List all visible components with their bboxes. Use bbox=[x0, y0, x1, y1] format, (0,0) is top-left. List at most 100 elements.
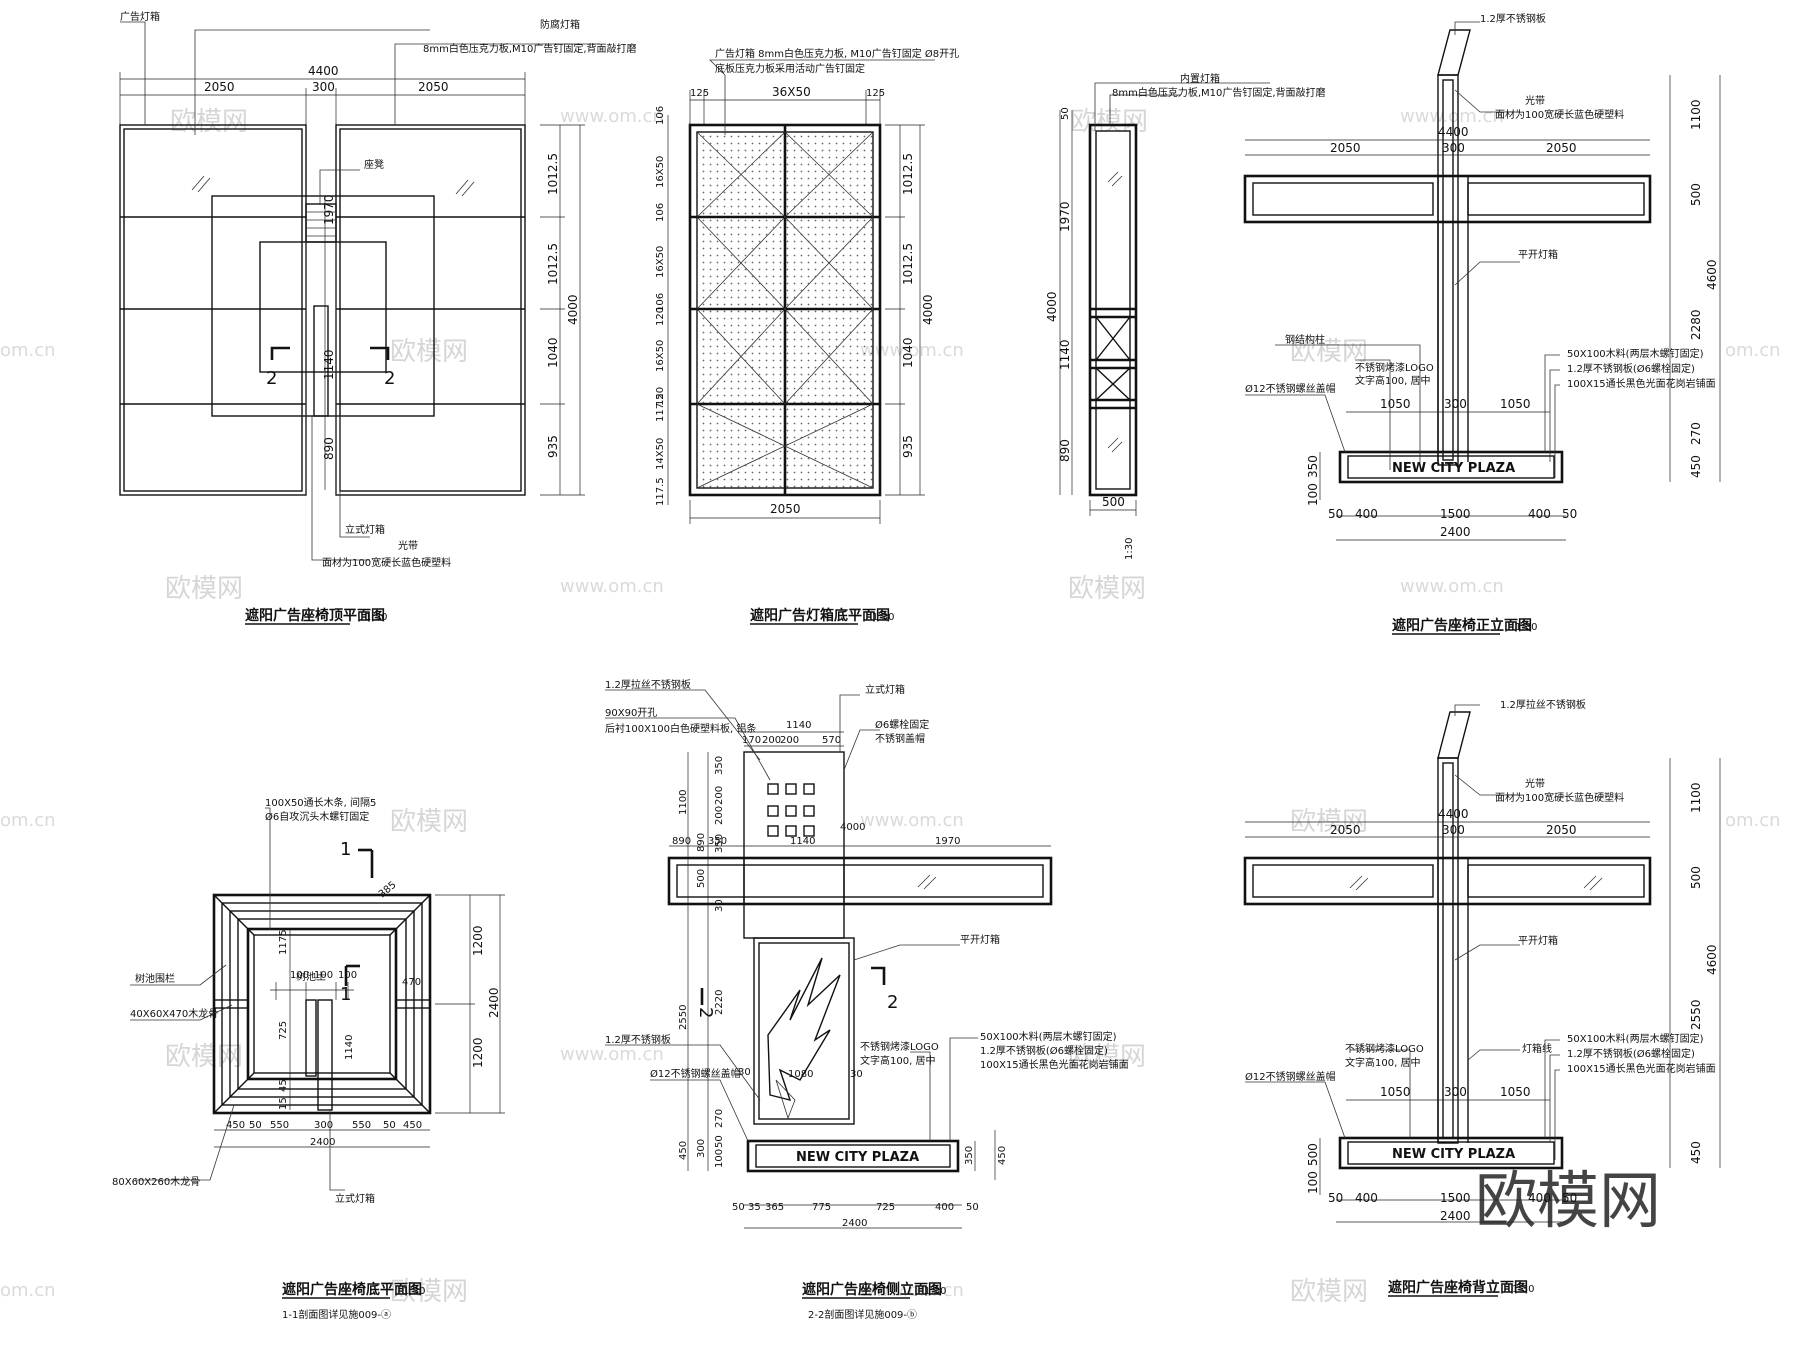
dim-text: 350 bbox=[708, 836, 727, 847]
note: 100X15通长黑色光面花岗岩铺面 bbox=[1567, 1062, 1716, 1075]
watermark: 欧模网 bbox=[1068, 1042, 1146, 1072]
note: 灯箱线 bbox=[1522, 1042, 1552, 1055]
note: 文字高100, 居中 bbox=[1355, 374, 1430, 387]
bottom-plan-view: 100 100 100 1 1 1200 2400 1200 1175 725 … bbox=[112, 796, 505, 1321]
dim-text: 16X50 bbox=[655, 246, 666, 278]
dim-text: 890 bbox=[322, 437, 336, 460]
dim-text: 2550 bbox=[1689, 999, 1703, 1030]
dim-text: 1050 bbox=[1500, 397, 1531, 411]
dim-text: 1140 bbox=[344, 1035, 355, 1060]
dim-text: 450 bbox=[997, 1146, 1008, 1165]
dim-text: 775 bbox=[812, 1202, 831, 1213]
section-mark: 1 bbox=[340, 839, 351, 860]
dim-text: 35 bbox=[748, 1202, 761, 1213]
watermark: www.om.cn bbox=[560, 1044, 664, 1065]
top-plan-view: 4400 2050 300 2050 2 2 bbox=[119, 10, 637, 625]
note: Ø6自攻沉头木螺钉固定 bbox=[265, 810, 369, 823]
dim-text: 125 bbox=[866, 88, 885, 99]
dim-text: 4400 bbox=[1438, 807, 1469, 821]
dim-text: 4400 bbox=[308, 64, 339, 78]
dim-text: 1970 bbox=[935, 836, 960, 847]
dim-text: 725 bbox=[278, 1021, 289, 1040]
dim-text: 300 bbox=[312, 80, 335, 94]
view-title: 遮阳广告座椅底平面图 bbox=[282, 1281, 422, 1298]
dim-text: 4000 bbox=[921, 294, 935, 325]
note: 文字高100, 居中 bbox=[860, 1054, 935, 1067]
note: 90X90开孔 bbox=[605, 707, 657, 719]
dim-text: 570 bbox=[822, 735, 841, 746]
dim-text: 2400 bbox=[487, 987, 501, 1018]
dim-text: 100 bbox=[338, 970, 357, 981]
dim-text: 935 bbox=[901, 435, 915, 458]
dim-text: 4600 bbox=[1705, 944, 1719, 975]
dim-text: 500 bbox=[1689, 183, 1703, 206]
dim-text: 2050 bbox=[770, 502, 801, 516]
note: 80X60X260木龙骨 bbox=[112, 1175, 200, 1188]
dim-text: 450 bbox=[1689, 1141, 1703, 1164]
back-elevation-view: 4400 2050 300 2050 1050 300 1050 NEW CIT… bbox=[1243, 698, 1721, 1297]
view-title: 遮阳广告座椅背立面图 bbox=[1388, 1279, 1528, 1296]
logo-text: NEW CITY PLAZA bbox=[1392, 461, 1515, 476]
dim-text: 1012.5 bbox=[546, 243, 560, 285]
note: 平开灯箱 bbox=[1518, 934, 1558, 947]
view-title: 遮阳广告座椅正立面图 bbox=[1392, 617, 1532, 634]
dim-text: 4600 bbox=[1705, 259, 1719, 290]
view-title: 遮阳广告灯箱底平面图 bbox=[750, 607, 890, 624]
box-bottom-plan-view: 125 36X50 125 106 16X bbox=[655, 47, 959, 625]
note: 防腐灯箱 bbox=[540, 18, 580, 31]
dim-text: 36X50 bbox=[772, 85, 811, 99]
front-elevation-view: 4400 2050 300 2050 1050 300 1050 NEW CIT… bbox=[1243, 12, 1721, 635]
dim-text: 450 bbox=[403, 1120, 422, 1131]
dim-text: 300 bbox=[314, 1120, 333, 1131]
watermark: om.cn bbox=[0, 340, 56, 361]
dim-text: 1012.5 bbox=[546, 153, 560, 195]
dim-text: 1040 bbox=[546, 337, 560, 368]
dim-text: 2220 bbox=[714, 990, 725, 1015]
dim-text: 16X50 bbox=[655, 156, 666, 188]
logo-text: NEW CITY PLAZA bbox=[796, 1150, 919, 1165]
note: 平开灯箱 bbox=[960, 933, 1000, 946]
watermark: 欧模网 bbox=[1290, 337, 1368, 367]
watermark: 欧模网 bbox=[1290, 1277, 1368, 1307]
dim-text: 117.5 bbox=[655, 477, 666, 506]
note: 1.2厚不锈钢板(Ø6螺栓固定) bbox=[1567, 1047, 1695, 1060]
watermark: www.om.cn bbox=[560, 576, 664, 597]
dim-text: 2400 bbox=[1440, 525, 1471, 539]
dim-text: 1100 bbox=[678, 790, 689, 815]
dim-text: 50 bbox=[1562, 1191, 1577, 1205]
dim-text: 1050 bbox=[1380, 397, 1411, 411]
note: 100X15通长黑色光面花岗岩铺面 bbox=[1567, 377, 1716, 390]
note: 广告灯箱 bbox=[120, 10, 160, 23]
dim-text: 16X50 bbox=[655, 340, 666, 372]
dim-text: 1140 bbox=[322, 349, 336, 380]
dim-text: 2050 bbox=[1546, 823, 1577, 837]
view-subtitle: 2-2剖面图详见施009-ⓑ bbox=[808, 1308, 917, 1321]
dim-text: 4000 bbox=[840, 822, 865, 833]
dim-text: 2050 bbox=[1546, 141, 1577, 155]
view-scale: 1:30 bbox=[1515, 622, 1537, 633]
watermark: 欧模网 bbox=[170, 107, 248, 137]
dim-text: 365 bbox=[765, 1202, 784, 1213]
note: 40X60X470木龙骨 bbox=[130, 1007, 218, 1020]
section-mark: 2 bbox=[266, 368, 277, 389]
note: 立式灯箱 bbox=[345, 523, 385, 536]
dim-text: 4000 bbox=[566, 294, 580, 325]
note: 文字高100, 居中 bbox=[1345, 1056, 1420, 1069]
dim-text: 50 bbox=[249, 1120, 262, 1131]
view-scale: 1:30 bbox=[924, 1286, 946, 1297]
watermark: 欧模网 bbox=[165, 574, 243, 604]
dim-text: 50 bbox=[966, 1202, 979, 1213]
watermark: www.om.cn bbox=[1400, 576, 1504, 597]
dim-text: 50 bbox=[383, 1120, 396, 1131]
dim-text: 1100 bbox=[1689, 99, 1703, 130]
dim-text: 50 bbox=[732, 1202, 745, 1213]
dim-text: 400 bbox=[935, 1202, 954, 1213]
watermark: om.cn bbox=[1725, 340, 1781, 361]
dim-text: 270 bbox=[714, 1109, 725, 1128]
dim-text: 385 bbox=[377, 880, 399, 901]
dim-text: 30 bbox=[738, 1067, 751, 1078]
watermark: www.om.cn bbox=[860, 810, 964, 831]
dim-text: 100 bbox=[290, 970, 309, 981]
note: 50X100木料(两层木螺钉固定) bbox=[980, 1030, 1117, 1043]
